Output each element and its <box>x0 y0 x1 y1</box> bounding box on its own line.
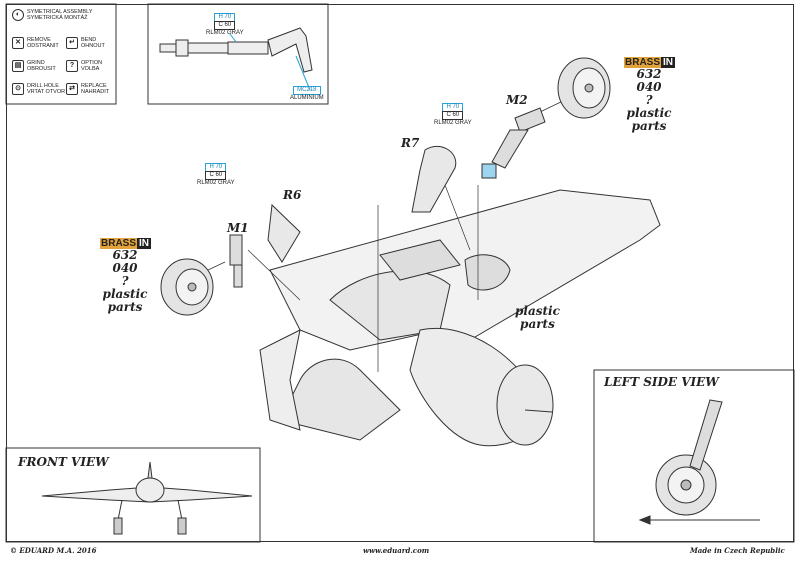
footer-website[interactable]: www.eduard.com <box>363 546 430 555</box>
left-wheel <box>160 258 214 316</box>
replace-icon: ⇄ <box>66 83 78 95</box>
option-icon: ? <box>66 60 78 72</box>
aircraft-wing <box>259 189 661 447</box>
front-view-aircraft <box>41 461 253 535</box>
paint-callout-top: H 70 C 60 RLM02 GRAY <box>206 13 244 36</box>
paint-callout-aluminium: MC218 ALUMINIUM <box>290 86 324 101</box>
strut-detail <box>159 27 313 91</box>
front-view-title: FRONT VIEW <box>18 455 109 469</box>
remove-icon: ✕ <box>12 37 24 49</box>
instruction-sheet <box>6 4 794 542</box>
side-view-gear <box>638 399 760 525</box>
footer-made-in: Made in Czech Republic <box>690 546 785 555</box>
side-view-frame <box>593 369 795 543</box>
grind-icon: ▤ <box>12 60 24 72</box>
symmetry-icon: ◐ <box>12 9 24 21</box>
paint-callout-r6: H 70 C 60 RLM02 GRAY <box>197 163 235 186</box>
footer-copyright: © EDUARD M.A. 2016 <box>10 546 97 555</box>
part-label-m1: M1 <box>227 221 249 235</box>
part-label-m2: M2 <box>506 93 528 107</box>
part-label-r6: R6 <box>283 188 302 202</box>
r6-cover <box>267 203 301 263</box>
m1-leg <box>229 234 243 288</box>
plastic-parts-note: plastic parts <box>515 304 560 331</box>
front-view-frame <box>5 447 261 543</box>
r7-cover <box>411 145 457 213</box>
right-wheel <box>557 57 611 119</box>
part-label-r7: R7 <box>401 136 420 150</box>
bend-icon: ↵ <box>66 37 78 49</box>
detail-frame <box>147 3 329 105</box>
paint-callout-r7: H 70 C 60 RLM02 GRAY <box>434 103 472 126</box>
drill-icon: ⊙ <box>12 83 24 95</box>
legend-frame <box>5 3 117 105</box>
left-side-view-title: LEFT SIDE VIEW <box>604 375 719 389</box>
m2-leg <box>481 107 546 179</box>
